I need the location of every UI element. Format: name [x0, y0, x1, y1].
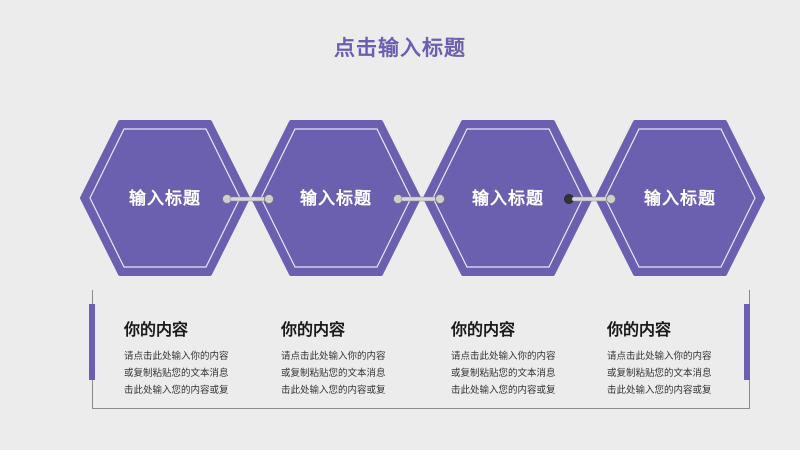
column-body: 请点击此处输入你的内容 或复制粘贴您的文本消息 击此处输入您的内容或复: [451, 348, 601, 399]
body-line: 或复制粘贴您的文本消息: [451, 368, 556, 379]
left-accent-bar: [89, 304, 95, 380]
right-accent-bar: [744, 304, 750, 380]
column-heading: 你的内容: [281, 320, 346, 339]
column-body: 请点击此处输入你的内容 或复制粘贴您的文本消息 击此处输入您的内容或复: [281, 348, 431, 399]
body-line: 请点击此处输入你的内容: [451, 351, 556, 362]
connector-link-3: [564, 194, 616, 204]
hexagon-label: 输入标题: [472, 189, 544, 209]
column-body: 请点击此处输入你的内容 或复制粘贴您的文本消息 击此处输入您的内容或复: [124, 348, 274, 399]
content-column-4: 你的内容 请点击此处输入你的内容 或复制粘贴您的文本消息 击此处输入您的内容或复: [607, 316, 757, 399]
hexagon-step-4[interactable]: 输入标题: [595, 118, 765, 278]
hexagon-step-3[interactable]: 输入标题: [423, 118, 593, 278]
column-heading: 你的内容: [607, 320, 672, 339]
body-line: 请点击此处输入你的内容: [281, 351, 386, 362]
hexagon-step-1[interactable]: 输入标题: [80, 118, 250, 278]
content-column-1: 你的内容 请点击此处输入你的内容 或复制粘贴您的文本消息 击此处输入您的内容或复: [124, 316, 274, 399]
content-column-2: 你的内容 请点击此处输入你的内容 或复制粘贴您的文本消息 击此处输入您的内容或复: [281, 316, 431, 399]
connector-link-2: [393, 194, 445, 204]
body-line: 请点击此处输入你的内容: [607, 351, 712, 362]
body-line: 或复制粘贴您的文本消息: [124, 368, 229, 379]
body-line: 或复制粘贴您的文本消息: [607, 368, 712, 379]
hexagon-steps: 输入标题 输入标题 输入标题 输入标题: [0, 118, 800, 280]
column-heading: 你的内容: [124, 320, 189, 339]
connector-link-1: [222, 194, 274, 204]
page-title: 点击输入标题: [334, 36, 466, 60]
body-line: 请点击此处输入你的内容: [124, 351, 229, 362]
body-line: 击此处输入您的内容或复: [607, 385, 712, 396]
body-line: 或复制粘贴您的文本消息: [281, 368, 386, 379]
column-heading: 你的内容: [451, 320, 516, 339]
hexagon-label: 输入标题: [644, 189, 716, 209]
hexagon-shape: [80, 120, 250, 276]
column-body: 请点击此处输入你的内容 或复制粘贴您的文本消息 击此处输入您的内容或复: [607, 348, 757, 399]
hexagon-label: 输入标题: [300, 189, 372, 209]
body-line: 击此处输入您的内容或复: [124, 385, 229, 396]
body-line: 击此处输入您的内容或复: [451, 385, 556, 396]
hexagon-label: 输入标题: [129, 189, 201, 209]
hexagon-shape: [423, 120, 593, 276]
content-column-3: 你的内容 请点击此处输入你的内容 或复制粘贴您的文本消息 击此处输入您的内容或复: [451, 316, 601, 399]
body-line: 击此处输入您的内容或复: [281, 385, 386, 396]
